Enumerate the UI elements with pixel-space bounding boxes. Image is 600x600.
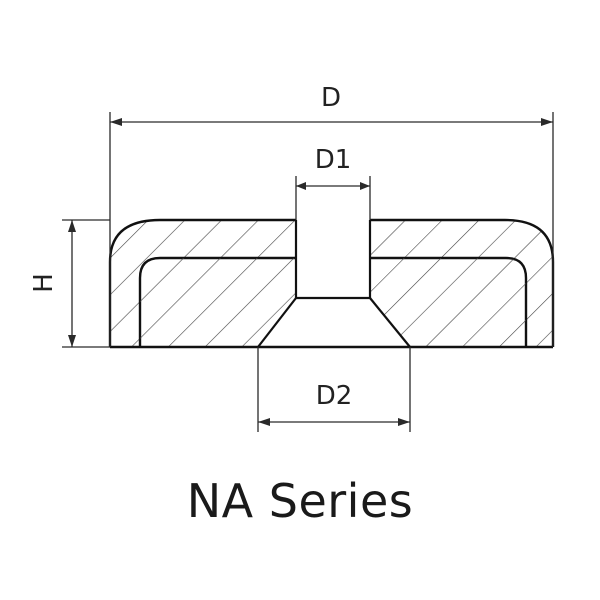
dimension-h: H: [29, 219, 110, 348]
series-caption: NA Series: [186, 474, 414, 528]
magnet-hatch: [140, 258, 526, 347]
magnet-body: [140, 258, 526, 347]
cup-hatch: [110, 220, 553, 347]
label-h: H: [29, 273, 59, 293]
dimension-d1: D1: [295, 145, 371, 220]
dimension-d2: D2: [257, 347, 411, 432]
label-d2: D2: [316, 381, 353, 411]
label-d: D: [321, 83, 341, 113]
countersunk-bore: [257, 220, 411, 348]
label-d1: D1: [315, 145, 352, 175]
dimension-d: D: [109, 83, 554, 347]
